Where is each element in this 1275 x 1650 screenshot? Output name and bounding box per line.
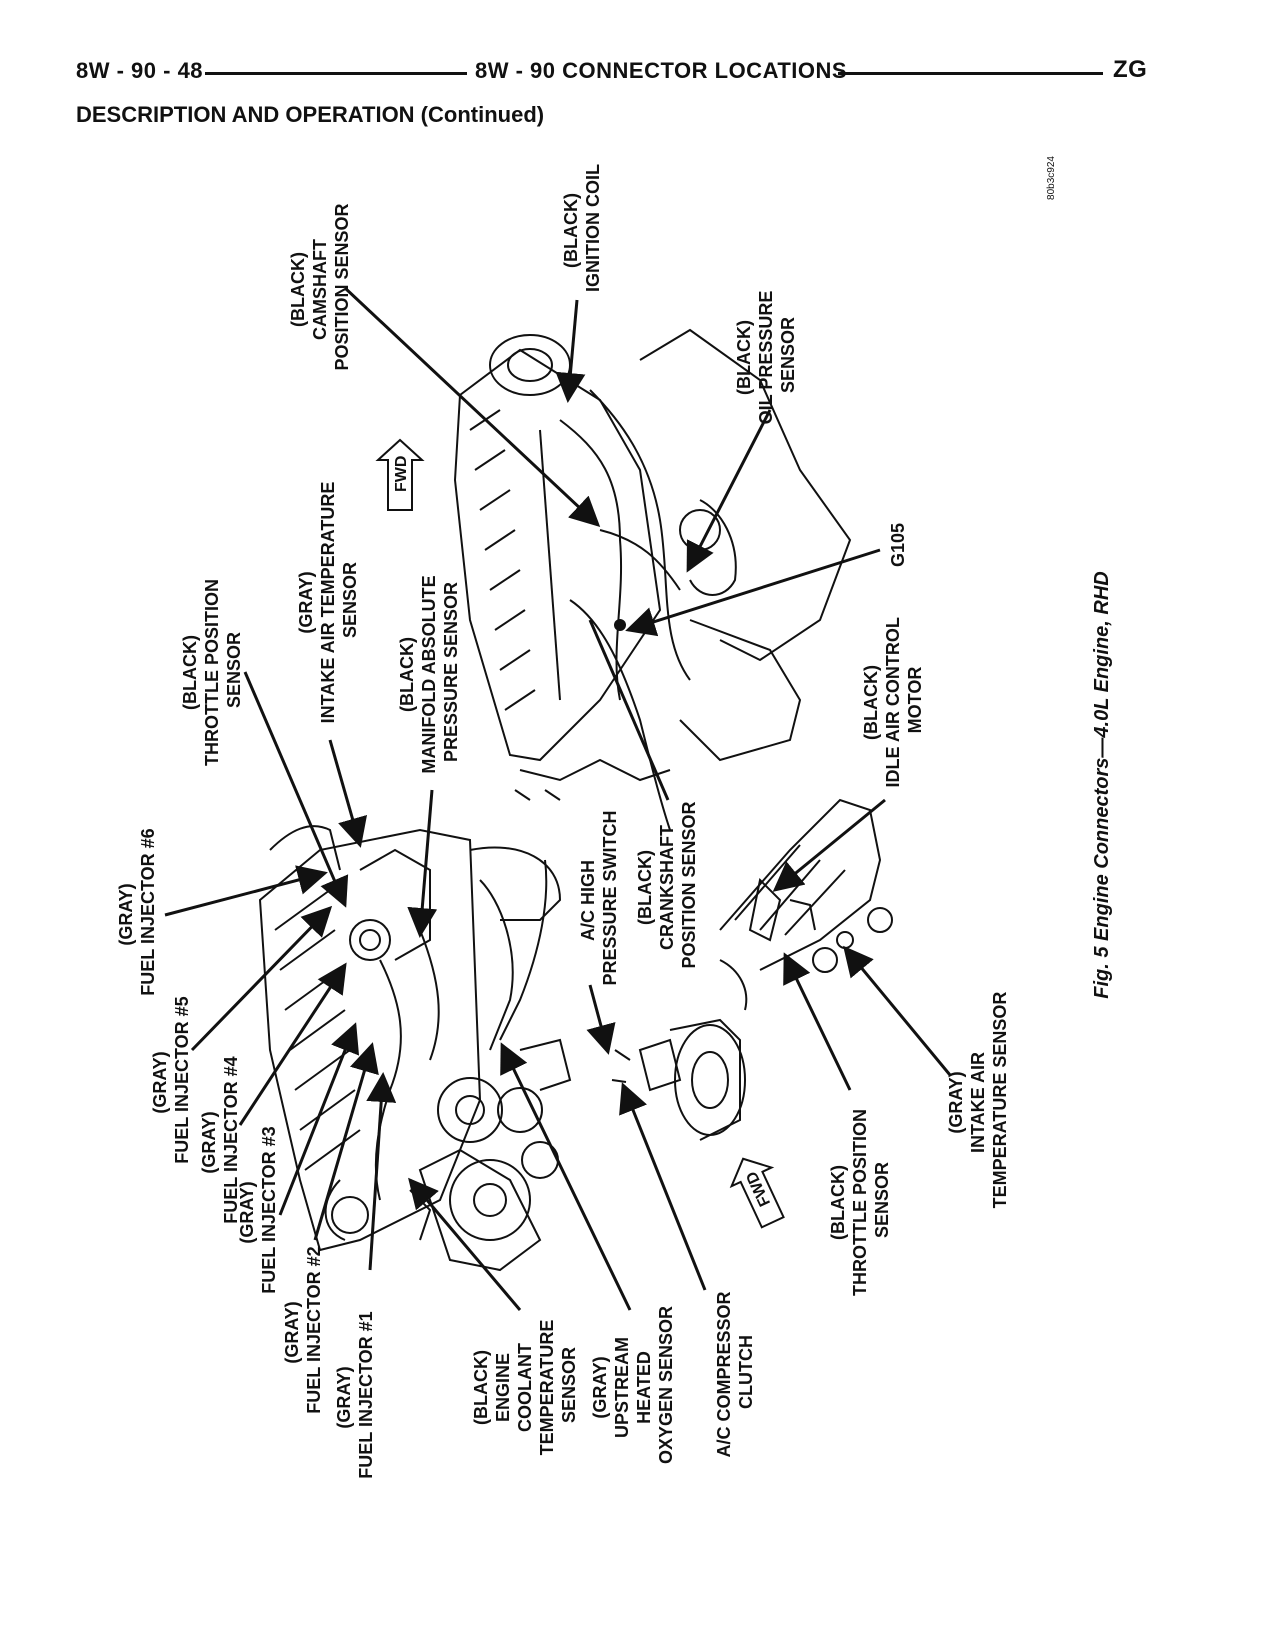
- section-subheading: DESCRIPTION AND OPERATION (Continued): [76, 102, 545, 127]
- fwd-arrow-lower: FWD: [729, 1157, 785, 1229]
- figure-reference-id: 80b3c924: [1046, 156, 1057, 200]
- callout-coolant-temp: (BLACK) ENGINE COOLANT TEMPERATURE SENSO…: [471, 1315, 579, 1456]
- leader-injector-1: [366, 1072, 397, 1271]
- callout-iac-motor: (BLACK) IDLE AIR CONTROL MOTOR: [861, 612, 925, 787]
- leader-coolant: [408, 1177, 522, 1311]
- throttle-body-detail-drawing: [719, 798, 893, 1011]
- leader-injector-6: [164, 865, 328, 917]
- leader-injector-5: [190, 905, 333, 1052]
- header-rule-right: [838, 72, 1103, 75]
- section-code: ZG: [1113, 56, 1148, 83]
- callout-crankshaft: (BLACK) CRANKSHAFT POSITION SENSOR: [635, 801, 699, 968]
- leader-g105: [625, 548, 881, 637]
- leader-crankshaft: [588, 619, 670, 801]
- leader-tps-top: [243, 671, 349, 908]
- callout-camshaft: (BLACK) CAMSHAFT POSITION SENSOR: [288, 203, 352, 370]
- callout-ignition-coil: (BLACK) IGNITION COIL: [561, 164, 603, 292]
- page-number: 8W - 90 - 48: [76, 58, 204, 83]
- leader-iat-bottom: [843, 945, 952, 1076]
- ac-compressor-drawing: [611, 1018, 746, 1141]
- header-rule-left: [205, 72, 467, 75]
- leader-ignition-coil: [555, 299, 586, 403]
- callout-g105: G105: [888, 523, 908, 567]
- callout-oil-pressure: (BLACK) OIL PRESSURE SENSOR: [734, 286, 798, 425]
- section-title: 8W - 90 CONNECTOR LOCATIONS: [475, 58, 848, 83]
- leader-o2: [500, 1042, 632, 1311]
- leader-ac-switch: [586, 984, 616, 1055]
- figure-caption: Fig. 5 Engine Connectors—4.0L Engine, RH…: [1091, 571, 1113, 998]
- callout-iat-sensor-bottom: (GRAY) INTAKE AIR TEMPERATURE SENSOR: [946, 992, 1010, 1209]
- leader-tps-bottom: [783, 952, 852, 1091]
- callout-injector-1: (GRAY) FUEL INJECTOR #1: [334, 1311, 376, 1478]
- left-engine-drawing: [258, 825, 572, 1272]
- callout-ac-clutch: A/C COMPRESSOR CLUTCH: [714, 1286, 756, 1457]
- callout-ac-switch: A/C HIGH PRESSURE SWITCH: [578, 810, 620, 985]
- g105-ground-stud: [614, 619, 626, 631]
- callout-map-sensor: (BLACK) MANIFOLD ABSOLUTE PRESSURE SENSO…: [397, 570, 461, 773]
- leader-injector-2: [313, 1042, 379, 1241]
- leader-ac-clutch: [619, 1082, 707, 1291]
- leader-iac-motor: [772, 798, 886, 892]
- callout-injector-4: (GRAY) FUEL INJECTOR #4: [199, 1056, 241, 1223]
- callout-injector-3: (GRAY) FUEL INJECTOR #3: [237, 1126, 279, 1293]
- callout-o2-sensor: (GRAY) UPSTREAM HEATED OXYGEN SENSOR: [590, 1306, 676, 1464]
- leader-injector-3: [278, 1022, 360, 1216]
- leader-map: [407, 789, 438, 938]
- leader-injector-4: [238, 962, 347, 1126]
- callout-iat-sensor-top: (GRAY) INTAKE AIR TEMPERATURE SENSOR: [296, 477, 360, 724]
- callout-injector-2: (GRAY) FUEL INJECTOR #2: [282, 1246, 324, 1413]
- leader-camshaft: [343, 286, 601, 528]
- callout-injector-6: (GRAY) FUEL INJECTOR #6: [116, 828, 158, 995]
- fwd-arrow-upper: FWD: [375, 438, 425, 511]
- leader-oil-pressure: [686, 409, 772, 573]
- callout-injector-5: (GRAY) FUEL INJECTOR #5: [150, 996, 192, 1163]
- callout-tps-bottom: (BLACK) THROTTLE POSITION SENSOR: [828, 1104, 892, 1296]
- leader-iat-top: [328, 739, 368, 848]
- upper-engine-drawing: [453, 328, 852, 831]
- fwd-label-upper: FWD: [393, 456, 410, 492]
- callout-tps-top: (BLACK) THROTTLE POSITION SENSOR: [180, 574, 244, 766]
